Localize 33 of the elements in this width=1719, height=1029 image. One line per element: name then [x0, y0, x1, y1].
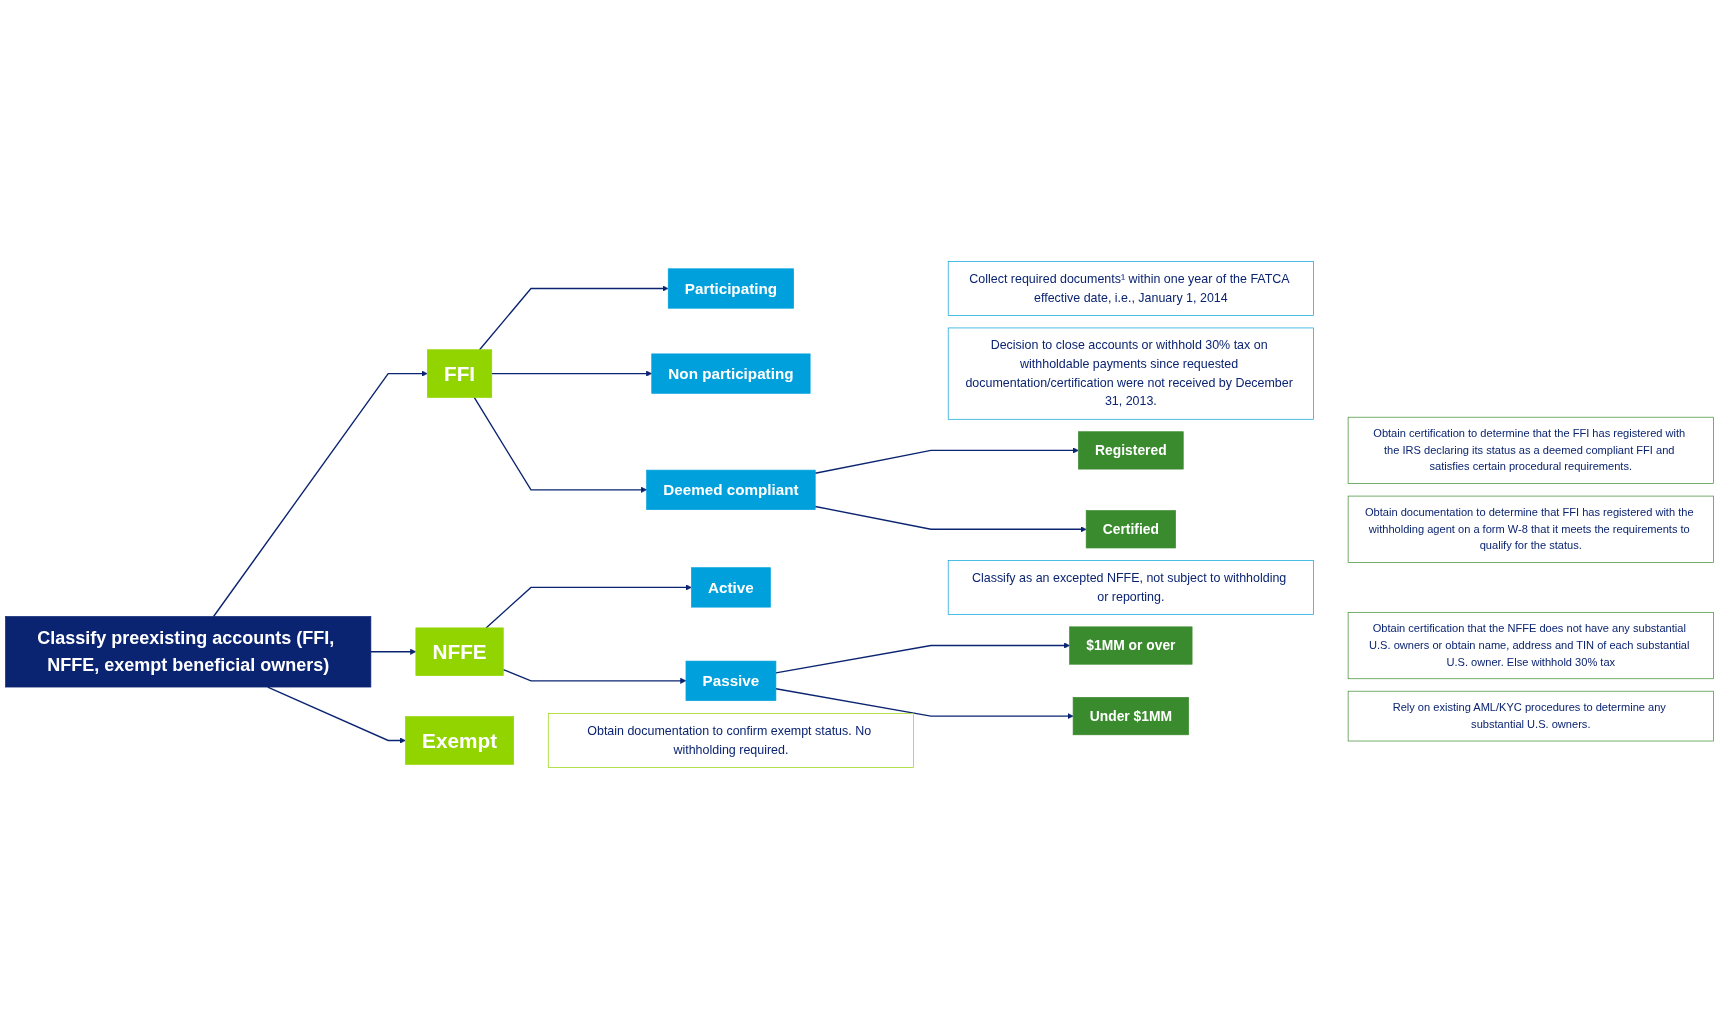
- node-box: Classify preexisting accounts (FFI, NFFE, exempt beneficial owners): [5, 616, 372, 688]
- arrow: [814, 505, 1087, 533]
- arrow: [502, 668, 687, 684]
- node-box: Deemed compliant: [646, 469, 816, 510]
- node-box: Obtain documentation to confirm exempt status. No withholding required.: [547, 713, 914, 768]
- arrow: [814, 447, 1079, 474]
- node-box: Registered: [1078, 431, 1184, 470]
- arrow: [478, 285, 669, 351]
- arrow: [267, 686, 406, 744]
- node-box: Obtain documentation to determine that FFI has registered with the withholding agent on a form W-8 that it meets the requirements to qualify for the status.: [1347, 495, 1714, 563]
- node-box: NFFE: [415, 627, 504, 676]
- node-box: Rely on existing AML/KYC procedures to determine any substantial U.S. owners.: [1347, 690, 1714, 742]
- node-box: Classify as an excepted NFFE, not subject to withholding or reporting.: [947, 560, 1314, 615]
- node-box: Exempt: [405, 716, 514, 765]
- node-box: Certified: [1085, 510, 1176, 549]
- arrow: [212, 370, 428, 618]
- node-box: Under $1MM: [1072, 697, 1189, 736]
- node-box: Participating: [667, 268, 794, 309]
- arrow: [370, 648, 417, 655]
- arrow: [491, 370, 652, 377]
- arrow: [485, 584, 692, 629]
- node-box: Active: [691, 567, 771, 608]
- node-box: Non participating: [651, 353, 811, 394]
- arrow: [775, 688, 1074, 720]
- node-box: Passive: [685, 660, 777, 701]
- arrow: [775, 642, 1070, 674]
- node-box: $1MM or over: [1069, 626, 1193, 665]
- node-box: Decision to close accounts or withhold 30% tax on withholdable payments since requested documentation/certification were not received by December 31, 2013.: [947, 327, 1314, 420]
- node-box: FFI: [427, 349, 493, 398]
- node-box: Collect required documents¹ within one year of the FATCA effective date, i.e., January 1, 2014: [947, 261, 1314, 316]
- node-box: Obtain certification that the NFFE does not have any substantial U.S. owners or obtain name, address and TIN of each substantial U.S. owner. Else withhold 30% tax: [1347, 611, 1714, 680]
- arrow: [473, 396, 647, 493]
- node-box: Obtain certification to determine that the FFI has registered with the IRS declaring its status as a deemed compliant FFI and satisfies certain procedural requirements.: [1347, 416, 1714, 484]
